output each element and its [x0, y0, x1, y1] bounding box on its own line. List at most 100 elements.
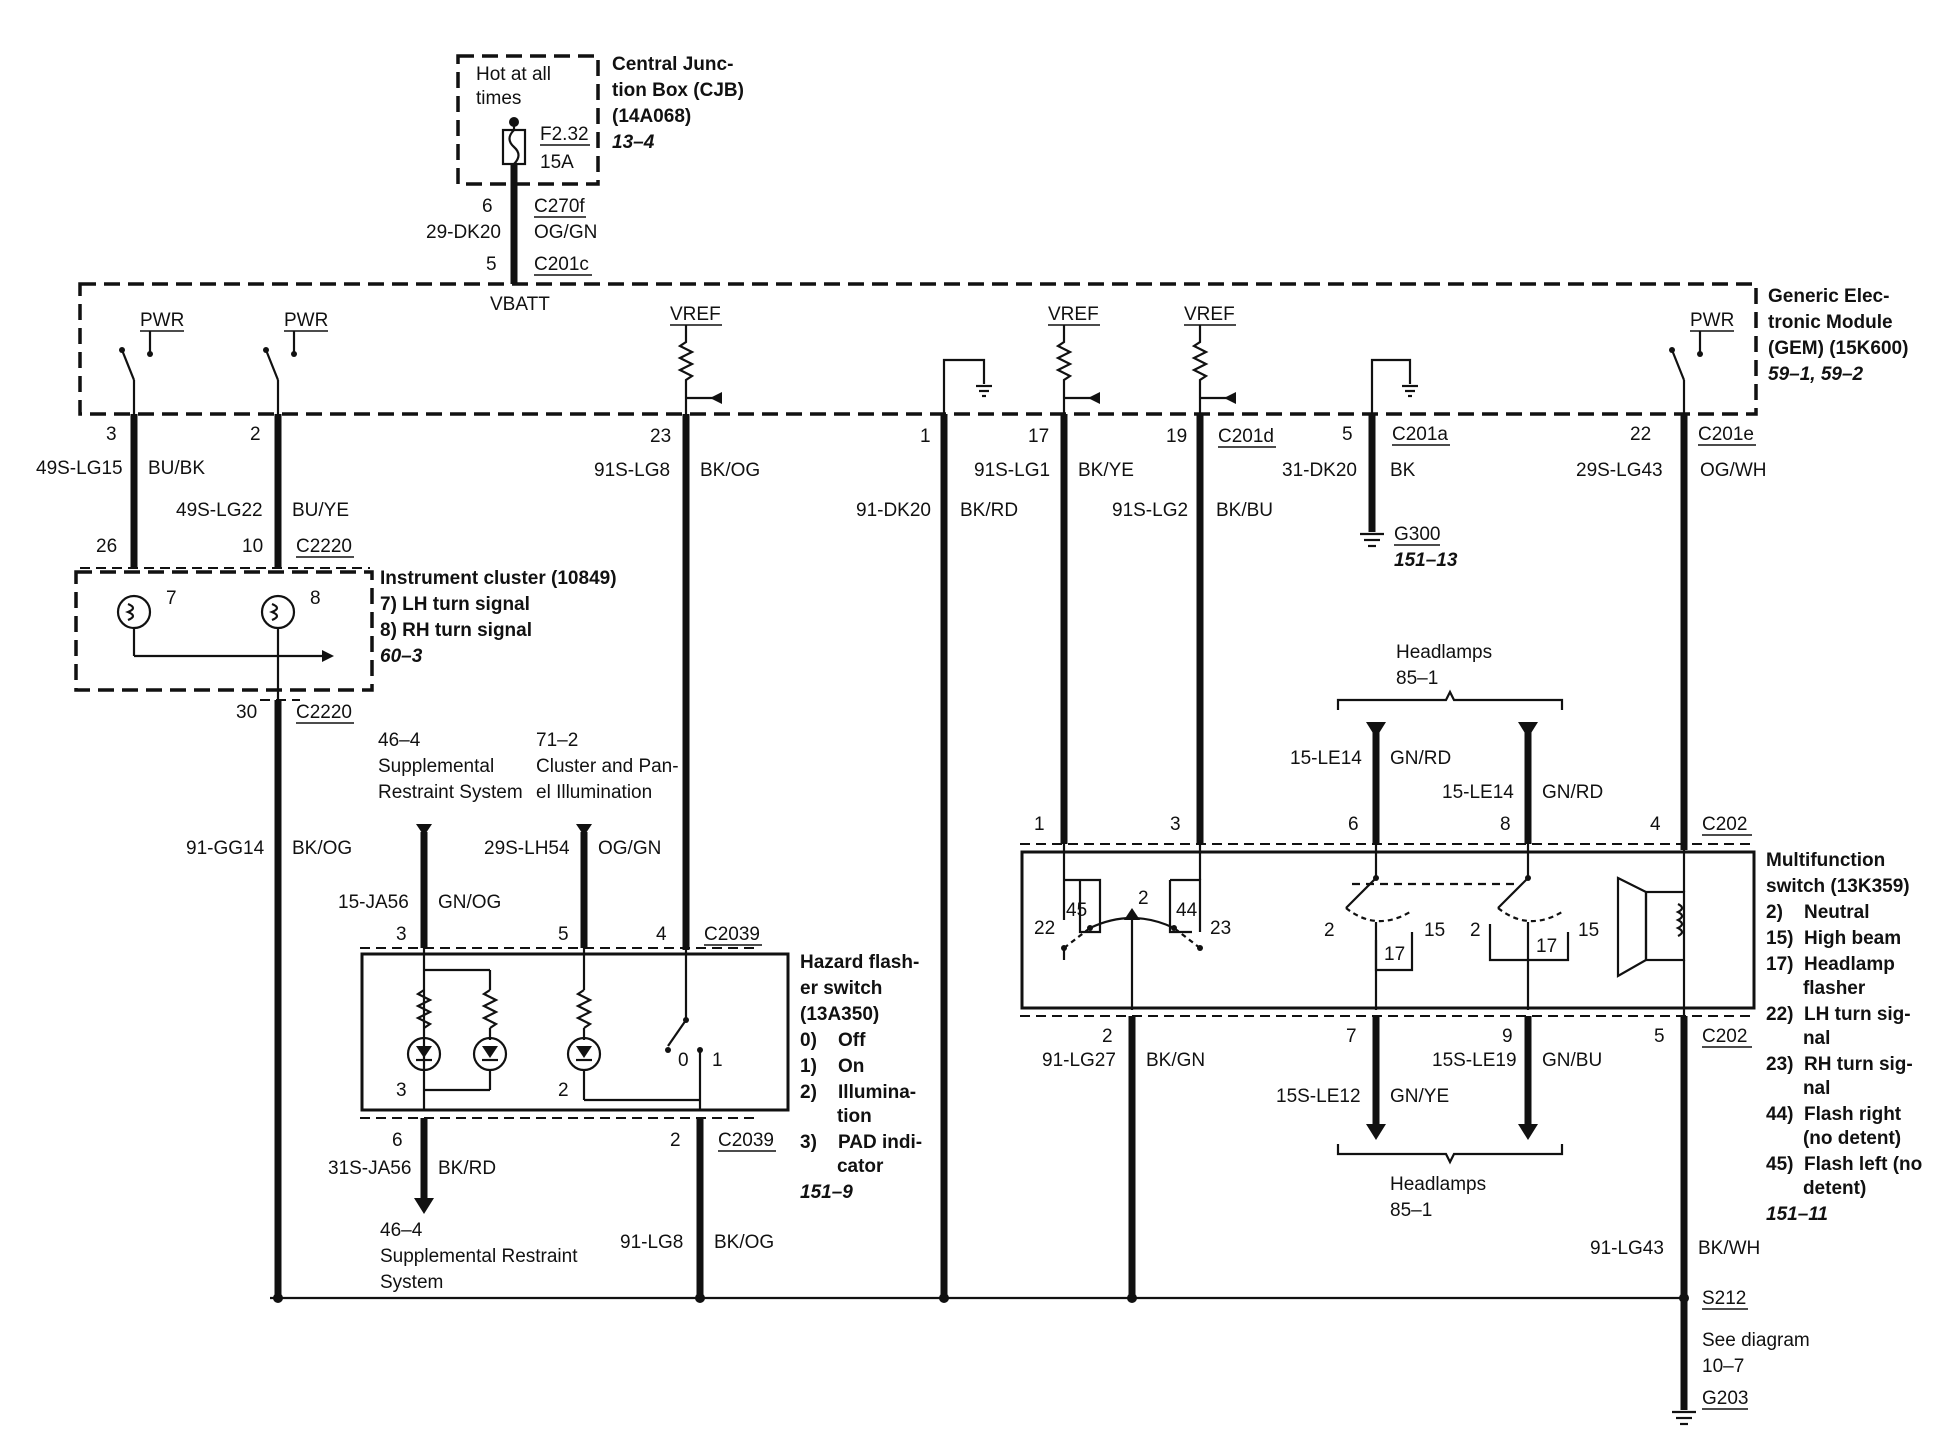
- cjb-title-2: tion Box (CJB): [612, 80, 744, 101]
- mfs-legend-9: (no detent): [1766, 1128, 1901, 1149]
- gem-ref: 59–1, 59–2: [1768, 364, 1864, 385]
- mfs-n2b: 2: [1324, 920, 1335, 941]
- gem-color-1: BU/YE: [292, 500, 349, 521]
- cluster-pin-a: 26: [96, 536, 117, 557]
- mfs-conn-bottom: C202: [1702, 1026, 1747, 1047]
- hazard-srs-2: System: [380, 1272, 443, 1293]
- gem-circuit-1: 49S-LG22: [176, 500, 263, 521]
- pwr-switch-2: PWR: [263, 310, 328, 381]
- internal-ground-2: [1370, 358, 1418, 414]
- pwr-switch-1: PWR: [119, 310, 184, 381]
- gem-pin-5: 19: [1166, 426, 1187, 447]
- mfs-pin-8: 8: [1500, 814, 1511, 835]
- gem-conn-7: C201e: [1698, 424, 1754, 445]
- cjb-title-3: (14A068): [612, 106, 691, 127]
- hazard-wire-b-circuit: 29S-LH54: [484, 838, 570, 859]
- hazard-title-3: (13A350): [800, 1004, 879, 1025]
- mfs-n15a: 15: [1424, 920, 1445, 941]
- gem-circuit-5: 91S-LG2: [1112, 500, 1188, 521]
- fuse-rating: 15A: [540, 152, 574, 173]
- cluster-title: Instrument cluster (10849): [380, 568, 617, 589]
- mfs-title-1: Multifunction: [1766, 850, 1885, 871]
- pwr-label: PWR: [140, 310, 184, 331]
- gem-color-6: BK: [1390, 460, 1416, 481]
- gem-circuit-0: 49S-LG15: [36, 458, 123, 479]
- mfs-pin-2: 2: [1102, 1026, 1113, 1047]
- gem-pin-6: 5: [1342, 424, 1353, 445]
- gem-pin-7: 22: [1630, 424, 1651, 445]
- hazard-wire-b-color: OG/GN: [598, 838, 661, 859]
- hazard-pin-3: 3: [396, 924, 407, 945]
- mfs-pin-3: 3: [1170, 814, 1181, 835]
- mfs-legend-1: 15) High beam: [1766, 928, 1901, 949]
- g300-ref: 151–13: [1394, 550, 1458, 571]
- hazard-title-2: er switch: [800, 978, 882, 999]
- cjb-conn-bottom: C201c: [534, 254, 589, 275]
- vref-label: VREF: [1184, 304, 1235, 325]
- mfs-legend-3: flasher: [1766, 978, 1866, 999]
- hazard-pin-6: 6: [392, 1130, 403, 1151]
- cluster-bulb-b: 8: [310, 588, 321, 609]
- illum-label-2: el Illumination: [536, 782, 652, 803]
- hazard-lamp-3: 3: [396, 1080, 407, 1101]
- mfs-pin-5: 5: [1654, 1026, 1665, 1047]
- headlamp-wire-8-circuit: 15-LE14: [1442, 782, 1514, 803]
- gem-vbatt: VBATT: [490, 294, 550, 315]
- multifunction-switch: 1 3 6 8 4 C202 45 44 22 23 2: [1020, 814, 1922, 1225]
- internal-ground-1: [942, 358, 992, 414]
- mfs-n23: 23: [1210, 918, 1231, 939]
- gem-color-0: BU/BK: [148, 458, 205, 479]
- cjb-title-1: Central Junc-: [612, 54, 733, 75]
- hazard-srs-1: Supplemental Restraint: [380, 1246, 578, 1267]
- mfs-conn-top: C202: [1702, 814, 1747, 835]
- vref-resistor-2: VREF: [1048, 304, 1100, 404]
- hazard-conn-bottom: C2039: [718, 1130, 774, 1151]
- hazard-legend-0: 0) Off: [800, 1030, 866, 1051]
- headlamp-wire-7-circuit: 15S-LE12: [1276, 1086, 1361, 1107]
- hazard-legend-5: cator: [800, 1156, 884, 1177]
- headlamp-wire-9-circuit: 15S-LE19: [1432, 1050, 1517, 1071]
- ground-g203: G203: [1702, 1388, 1748, 1409]
- mfs-pin-9: 9: [1502, 1026, 1513, 1047]
- cjb-hot-label-2: times: [476, 88, 521, 109]
- gem-color-2: BK/OG: [700, 460, 760, 481]
- cluster-conn-out: C2220: [296, 702, 352, 723]
- hazard-legend-1: 1) On: [800, 1056, 864, 1077]
- cjb-pin-top: 6: [482, 196, 493, 217]
- central-junction-box: Hot at all times F2.32 15A Central Junc-…: [456, 54, 744, 186]
- illum-label-1: Cluster and Pan-: [536, 756, 679, 777]
- mfs-title-2: switch (13K359): [1766, 876, 1910, 897]
- mfs-n45: 45: [1066, 900, 1087, 921]
- cluster-item-2: 8) RH turn signal: [380, 620, 532, 641]
- hazard-pin-2: 2: [670, 1130, 681, 1151]
- gem-color-5: BK/BU: [1216, 500, 1273, 521]
- left-wire-color: BK/OG: [292, 838, 352, 859]
- mfs-ref: 151–11: [1766, 1204, 1828, 1225]
- mfs-n17b: 17: [1536, 936, 1557, 957]
- cjb-hot-label-1: Hot at all: [476, 64, 551, 85]
- gem-pin-3: 1: [920, 426, 931, 447]
- vref-label: VREF: [670, 304, 721, 325]
- gem-conn-5: C201d: [1218, 426, 1274, 447]
- mfs-wire-5-circuit: 91-LG43: [1590, 1238, 1664, 1259]
- generic-electronic-module: VBATT Generic Elec- tronic Module (GEM) …: [78, 282, 1908, 416]
- hazard-conn-top: C2039: [704, 924, 760, 945]
- gem-pin-2: 23: [650, 426, 671, 447]
- cjb-conn-top: C270f: [534, 196, 585, 217]
- hazard-wire-gnd-color: BK/OG: [714, 1232, 774, 1253]
- mfs-legend-5: nal: [1766, 1028, 1830, 1049]
- g300-name: G300: [1394, 524, 1440, 545]
- hazard-wire-out-circuit: 31S-JA56: [328, 1158, 411, 1179]
- mfs-legend-10: 45) Flash left (no: [1766, 1154, 1922, 1175]
- gem-color-7: OG/WH: [1700, 460, 1767, 481]
- mfs-n44: 44: [1176, 900, 1198, 921]
- headlamp-wire-7-color: GN/YE: [1390, 1086, 1449, 1107]
- cjb-ref: 13–4: [612, 132, 655, 153]
- cjb-pin-bottom: 5: [486, 254, 497, 275]
- headlamp-wire-6-circuit: 15-LE14: [1290, 748, 1362, 769]
- hazard-wire-gnd-circuit: 91-LG8: [620, 1232, 683, 1253]
- gem-circuit-6: 31-DK20: [1282, 460, 1357, 481]
- hazard-legend-3: tion: [800, 1106, 872, 1127]
- mfs-pin-6: 6: [1348, 814, 1359, 835]
